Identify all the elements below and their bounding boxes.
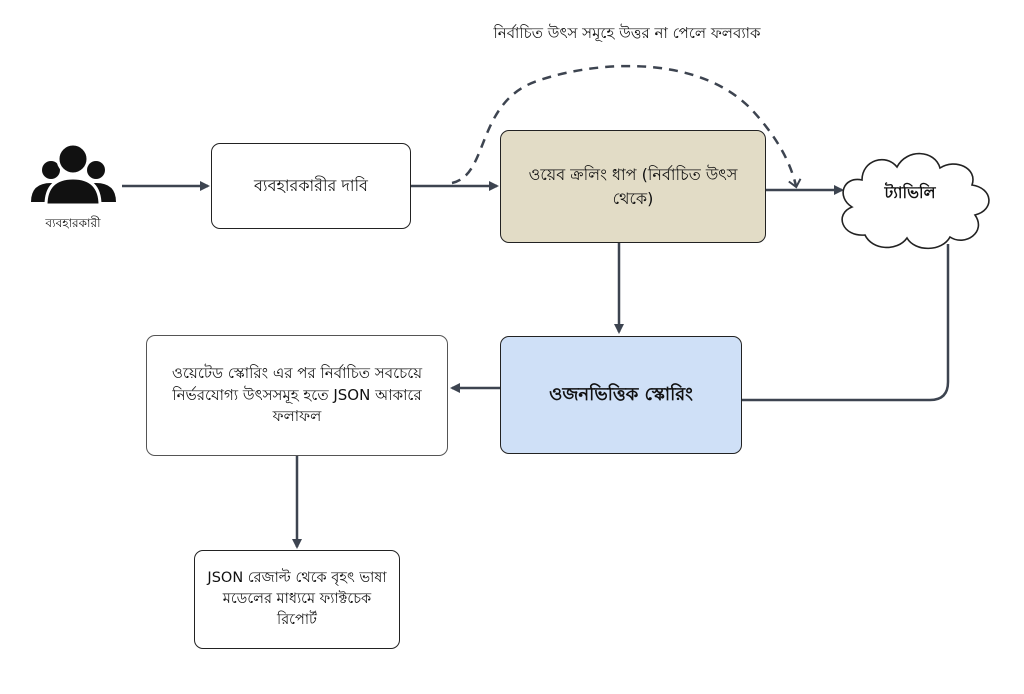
- tavily-label: ট্যাভিলি: [884, 183, 936, 202]
- user-label: ব্যবহারকারী: [45, 216, 101, 230]
- factcheck-report-box: JSON রেজাল্ট থেকে বৃহৎ ভাষা মডেলের মাধ্য…: [194, 550, 400, 649]
- arrow-tavily-to-scoring: [742, 244, 950, 402]
- tavily-cloud-shape: [841, 152, 990, 250]
- user-claim-box: ব্যবহারকারীর দাবি: [211, 143, 411, 229]
- weighted-scoring-box: ওজনভিত্তিক স্কোরিং: [500, 336, 742, 454]
- fallback-label: নির্বাচিত উৎস সমূহে উত্তর না পেলে ফলব্যা…: [493, 24, 761, 42]
- web-crawling-box: ওয়েব ক্রলিং ধাপ (নির্বাচিত উৎস থেকে): [500, 130, 766, 243]
- json-result-box: ওয়েটেড স্কোরিং এর পর নির্বাচিত সবচেয়ে …: [146, 335, 448, 456]
- users-group-icon: [31, 142, 116, 207]
